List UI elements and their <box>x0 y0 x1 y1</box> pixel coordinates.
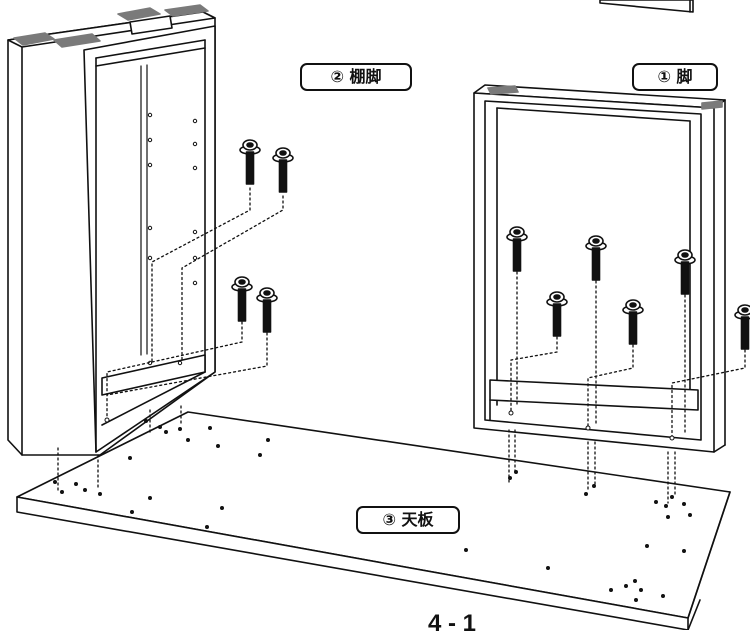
page-number: 4 - 1 <box>428 610 477 637</box>
screw <box>674 249 696 295</box>
screw <box>506 226 528 272</box>
screw <box>256 287 278 333</box>
leg-screws <box>506 226 750 350</box>
shelf-leg-cabinet <box>7 4 216 456</box>
screw <box>622 299 644 345</box>
screw <box>585 235 607 281</box>
shelf-leg-screws <box>231 139 294 333</box>
guide-lines <box>57 187 746 504</box>
screw <box>272 147 294 193</box>
screw <box>734 304 750 350</box>
screw <box>239 139 261 185</box>
label-shelf-leg: ② 棚脚 <box>300 63 412 91</box>
board-holes <box>53 419 692 602</box>
partial-part-top-right <box>599 0 694 13</box>
screw <box>546 291 568 337</box>
label-leg: ① 脚 <box>632 63 718 91</box>
screw <box>231 276 253 322</box>
label-top-board: ③ 天板 <box>356 506 460 534</box>
rail-holes <box>104 410 675 441</box>
shelf-holes <box>147 112 198 366</box>
